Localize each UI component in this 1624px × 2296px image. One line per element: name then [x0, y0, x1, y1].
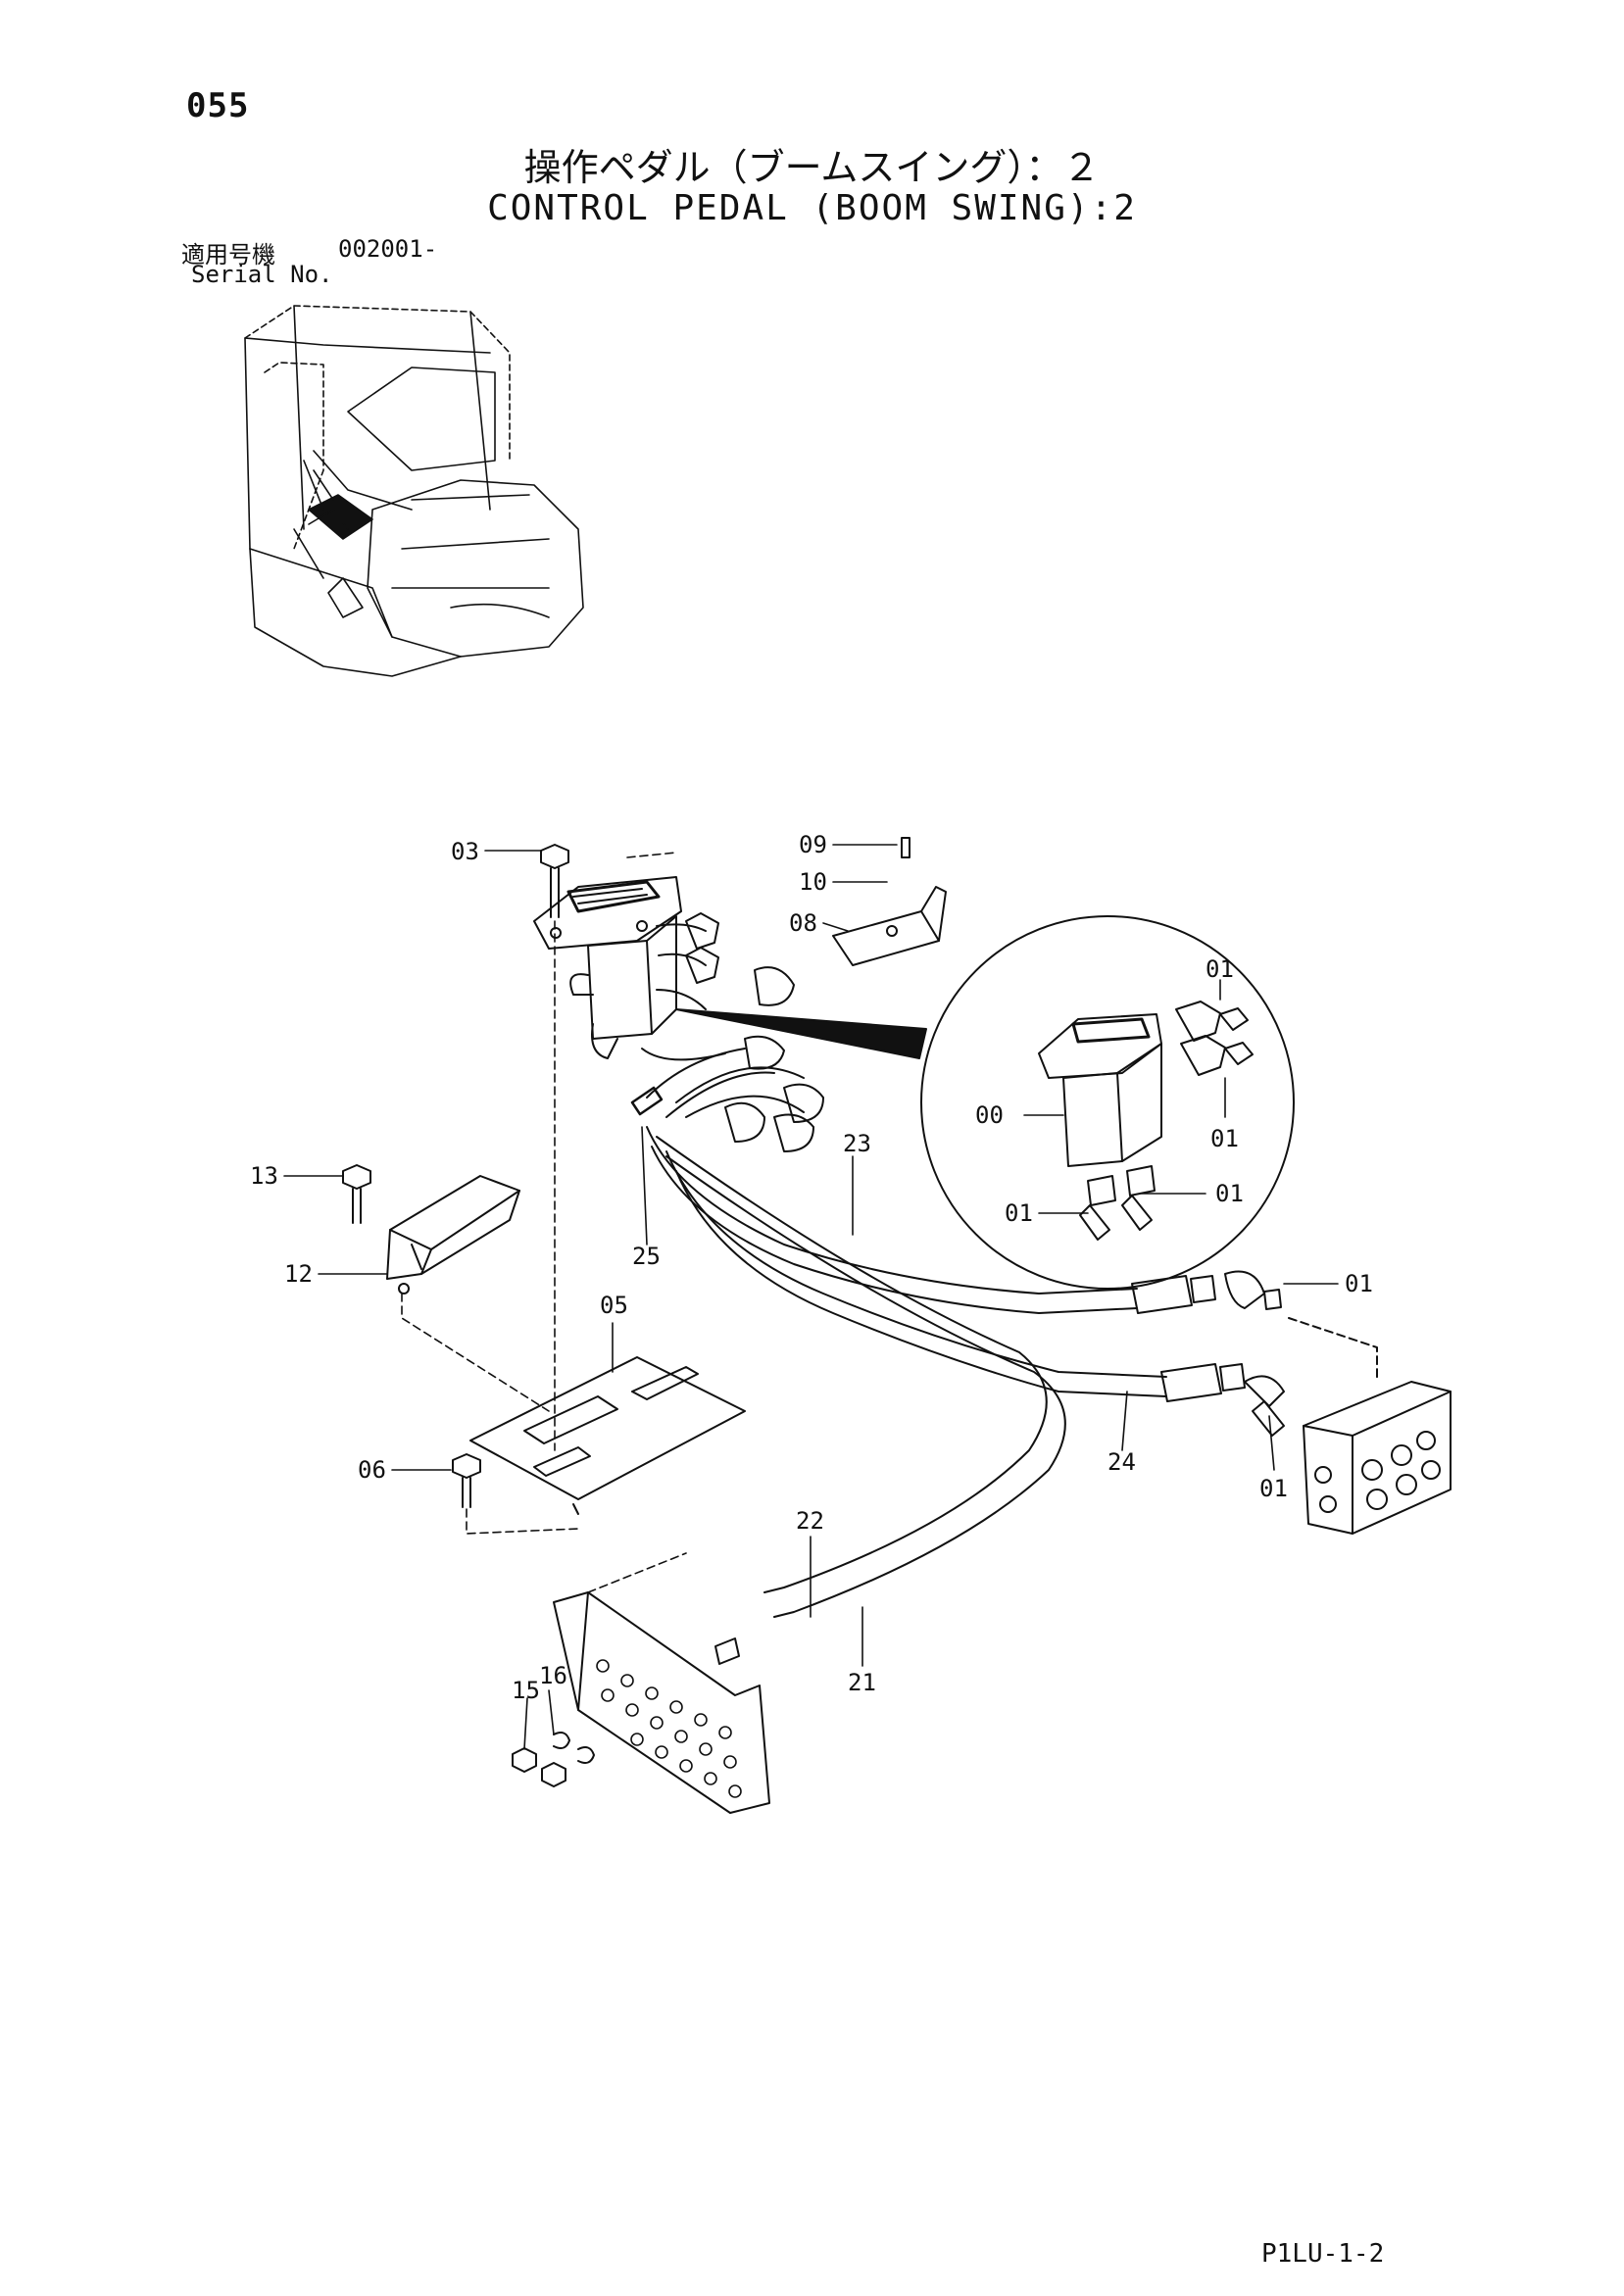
- bolts: [342, 844, 569, 1508]
- callout-05: 05: [600, 1292, 628, 1319]
- floor-plate-05: [469, 1356, 746, 1515]
- callout-03: 03: [451, 838, 479, 865]
- serial-label-japanese: 適用号機: [181, 241, 275, 269]
- detail-view: [675, 915, 1295, 1290]
- callout-01-lower-fitting: 01: [1259, 1475, 1288, 1502]
- callout-labels: 03 09 10 08 13 12 25 23 05 06 24 22 21 1…: [250, 831, 1373, 1704]
- callout-24: 24: [1107, 1448, 1136, 1476]
- title-japanese: 操作ペダル（ブームスイング）：２: [523, 146, 1101, 189]
- serial-number-value: 002001-: [338, 235, 438, 263]
- callout-00: 00: [975, 1101, 1004, 1129]
- callout-leader-lines: [283, 844, 1339, 1750]
- callout-25: 25: [632, 1243, 661, 1270]
- callout-06: 06: [358, 1456, 386, 1484]
- callout-01-detail-top: 01: [1206, 955, 1234, 983]
- pedal-valve-assembly: [533, 876, 1452, 1618]
- assembly-guide-lines: [401, 852, 687, 1593]
- callout-01-detail-bottom-right: 01: [1215, 1180, 1244, 1207]
- callout-01-detail-bottom-left: 01: [1005, 1199, 1033, 1227]
- callout-16: 16: [539, 1662, 567, 1689]
- callout-23: 23: [843, 1130, 871, 1157]
- foot-plate: [553, 1591, 770, 1814]
- serial-label-english: Serial No.: [191, 261, 333, 288]
- page-number: 055: [186, 86, 250, 125]
- callout-01-detail-right: 01: [1210, 1125, 1239, 1152]
- pedal-12: [386, 1175, 520, 1295]
- bracket-08: [832, 837, 947, 966]
- callout-10: 10: [799, 868, 827, 896]
- machine-overview-illustration: [244, 305, 584, 677]
- callout-12: 12: [284, 1260, 313, 1288]
- callout-09: 09: [799, 831, 827, 858]
- callout-08: 08: [789, 909, 817, 937]
- title-english: CONTROL PEDAL (BOOM SWING):2: [487, 188, 1137, 228]
- callout-22: 22: [796, 1507, 824, 1535]
- page-code: P1LU-1-2: [1261, 2239, 1385, 2269]
- callout-13: 13: [250, 1162, 278, 1190]
- callout-01-upper-fitting: 01: [1345, 1270, 1373, 1297]
- callout-15: 15: [512, 1677, 540, 1704]
- callout-21: 21: [848, 1669, 876, 1696]
